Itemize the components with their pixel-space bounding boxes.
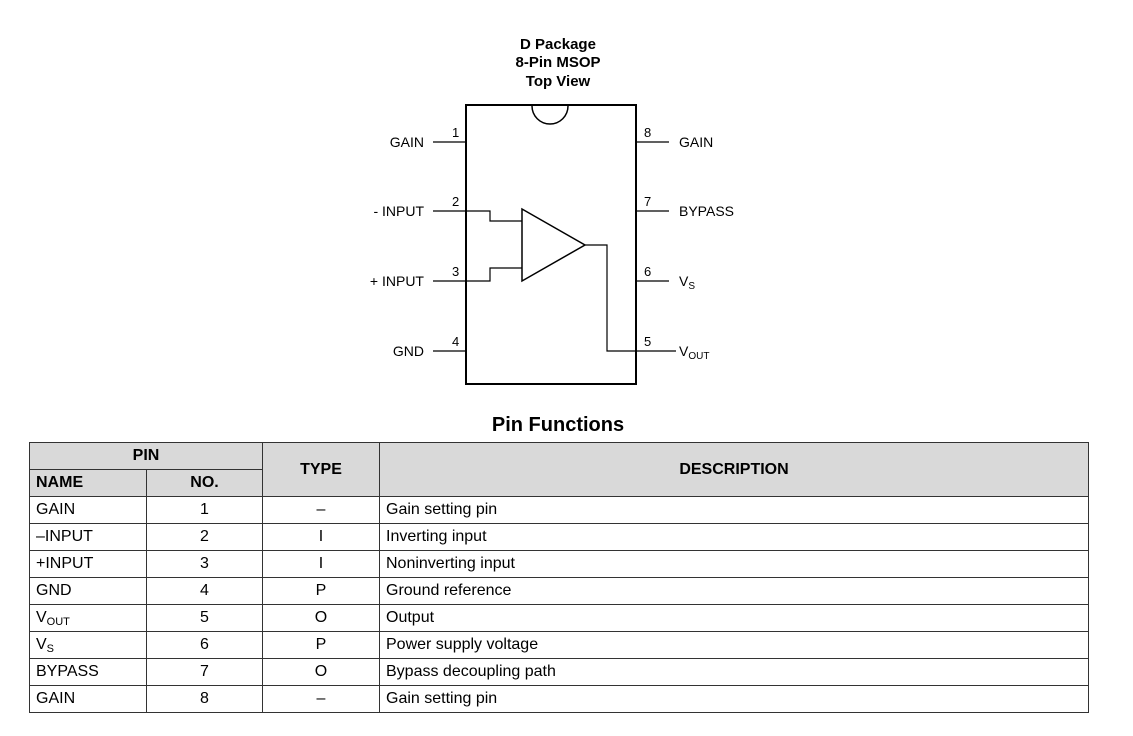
pin-description-cell: Ground reference (379, 577, 1089, 605)
pin-type-cell: O (262, 604, 380, 632)
pin-8-label: GAIN (679, 134, 713, 150)
pin-description-cell: Power supply voltage (379, 631, 1089, 659)
pin-number-cell: 4 (146, 577, 263, 605)
pin-type-cell: P (262, 577, 380, 605)
pin-type-cell: P (262, 631, 380, 659)
pin-name-cell: VS (29, 631, 147, 659)
op-amp-symbol (521, 207, 587, 283)
package-title-line-3: Top View (526, 73, 591, 90)
pin-name-main: V (36, 636, 47, 653)
pin-7-number: 7 (644, 194, 651, 209)
pin-5-label-main: V (679, 343, 689, 359)
table-row: GND 4 P Ground reference (29, 577, 1089, 605)
pin-1-number: 1 (452, 125, 459, 140)
table-header-row-1: PIN TYPE DESCRIPTION (29, 442, 1089, 497)
no-header: NO. (146, 469, 263, 497)
package-body (465, 104, 637, 385)
pin-description-cell: Bypass decoupling path (379, 658, 1089, 686)
pin-5-label-sub: OUT (688, 351, 709, 362)
pin-name-cell: +INPUT (29, 550, 147, 578)
pin-name-cell: GAIN (29, 496, 147, 524)
pin-name-cell: GAIN (29, 685, 147, 713)
table-row: GAIN 1 – Gain setting pin (29, 496, 1089, 524)
table-row: –INPUT 2 I Inverting input (29, 523, 1089, 551)
pin-type-cell: – (262, 685, 380, 713)
pin-description-cell: Noninverting input (379, 550, 1089, 578)
pin-name-main: V (36, 609, 47, 626)
output-wire (585, 244, 636, 352)
pin-type-cell: O (262, 658, 380, 686)
pin-2-number: 2 (452, 194, 459, 209)
pin-type-cell: I (262, 523, 380, 551)
table-row: VS 6 P Power supply voltage (29, 631, 1089, 659)
pin-6-label: VS (679, 273, 695, 292)
pin-7-label: BYPASS (679, 203, 734, 219)
pin-name-cell: –INPUT (29, 523, 147, 551)
pin-description-cell: Gain setting pin (379, 496, 1089, 524)
name-header: NAME (29, 469, 147, 497)
pin-number-cell: 7 (146, 658, 263, 686)
package-title-line-2: 8-Pin MSOP (515, 54, 600, 71)
table-row: +INPUT 3 I Noninverting input (29, 550, 1089, 578)
pin-description-cell: Inverting input (379, 523, 1089, 551)
pin-1-label: GAIN (390, 134, 424, 150)
pin-name-cell: BYPASS (29, 658, 147, 686)
pin-6-label-sub: S (688, 281, 695, 292)
table-row: VOUT 5 O Output (29, 604, 1089, 632)
pin-number-cell: 1 (146, 496, 263, 524)
pin-number-cell: 5 (146, 604, 263, 632)
pin-3-label: + INPUT (370, 273, 425, 289)
pin-number-cell: 8 (146, 685, 263, 713)
pin-3-number: 3 (452, 264, 459, 279)
pin-8-number: 8 (644, 125, 651, 140)
pin-description-cell: Output (379, 604, 1089, 632)
pin-description-cell: Gain setting pin (379, 685, 1089, 713)
pin-name-cell: GND (29, 577, 147, 605)
pin-number-cell: 3 (146, 550, 263, 578)
pin-5-number: 5 (644, 334, 651, 349)
pin-type-cell: I (262, 550, 380, 578)
pin-name-subscript: S (46, 643, 55, 655)
pin1-notch (531, 105, 569, 125)
pin-4-number: 4 (452, 334, 459, 349)
pin-number-cell: 6 (146, 631, 263, 659)
inverting-input-wire (466, 210, 522, 222)
pin-group-header: PIN (29, 442, 263, 470)
table-row: BYPASS 7 O Bypass decoupling path (29, 658, 1089, 686)
pin-6-number: 6 (644, 264, 651, 279)
pin-functions-table: PIN TYPE DESCRIPTION NAME NO. GAIN 1 – G… (29, 442, 1089, 713)
pin-5-label: VOUT (679, 343, 709, 362)
description-header: DESCRIPTION (379, 442, 1089, 497)
pin-number-cell: 2 (146, 523, 263, 551)
table-row: GAIN 8 – Gain setting pin (29, 685, 1089, 713)
pin-6-label-main: V (679, 273, 689, 289)
package-pinout-diagram: D Package 8-Pin MSOP Top View 1 2 3 4 8 … (370, 36, 734, 385)
pin-name-subscript: OUT (46, 616, 70, 628)
pin-functions-title: Pin Functions (491, 414, 625, 436)
package-title-line-1: D Package (520, 36, 596, 53)
pin-2-label: - INPUT (373, 203, 424, 219)
noninverting-input-wire (466, 267, 522, 282)
pin-type-cell: – (262, 496, 380, 524)
pin-name-cell: VOUT (29, 604, 147, 632)
pin-4-label: GND (393, 343, 424, 359)
type-header: TYPE (262, 442, 380, 497)
